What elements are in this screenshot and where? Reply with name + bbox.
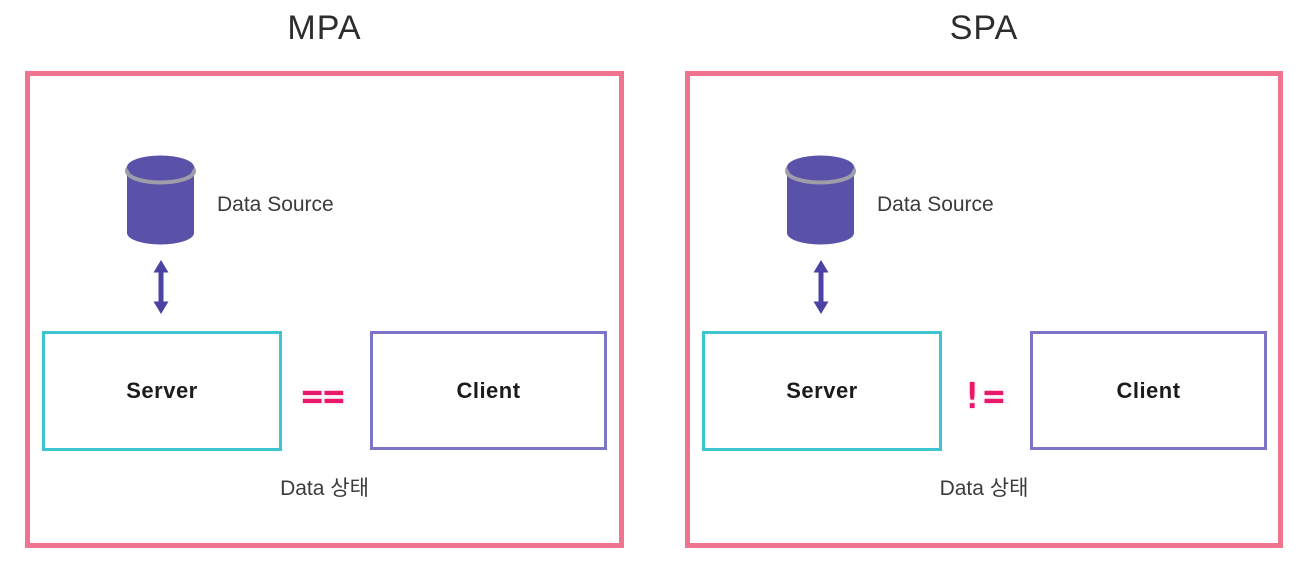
- client-label: Client: [1116, 377, 1181, 403]
- client-box: Client: [370, 331, 607, 450]
- panel-title: SPA: [949, 9, 1019, 47]
- double-arrow-icon: [813, 260, 829, 314]
- equality-operator: ==: [301, 375, 345, 417]
- client-label: Client: [456, 377, 521, 403]
- panel-frame: Data Source Server != Client Data 상태: [685, 71, 1283, 548]
- data-state-caption: Data 상태: [939, 477, 1029, 500]
- server-label: Server: [126, 378, 198, 403]
- server-box: Server: [702, 331, 942, 451]
- server-box: Server: [42, 331, 282, 451]
- spa-panel: SPA Data Source Server != Client Data 상태: [685, 0, 1283, 562]
- data-source-label: Data Source: [877, 193, 994, 216]
- database-icon: [125, 155, 196, 245]
- panel-frame: Data Source Server == Client Data 상태: [25, 71, 624, 548]
- mpa-panel: MPA Data Source Server == Client Data 상태: [25, 0, 624, 562]
- double-arrow-icon: [153, 260, 169, 314]
- inequality-operator: !=: [961, 375, 1005, 417]
- data-source-label: Data Source: [217, 193, 334, 216]
- server-label: Server: [786, 378, 858, 403]
- data-state-caption: Data 상태: [280, 477, 369, 500]
- database-icon: [785, 155, 856, 245]
- panel-title: MPA: [287, 9, 362, 47]
- client-box: Client: [1030, 331, 1267, 450]
